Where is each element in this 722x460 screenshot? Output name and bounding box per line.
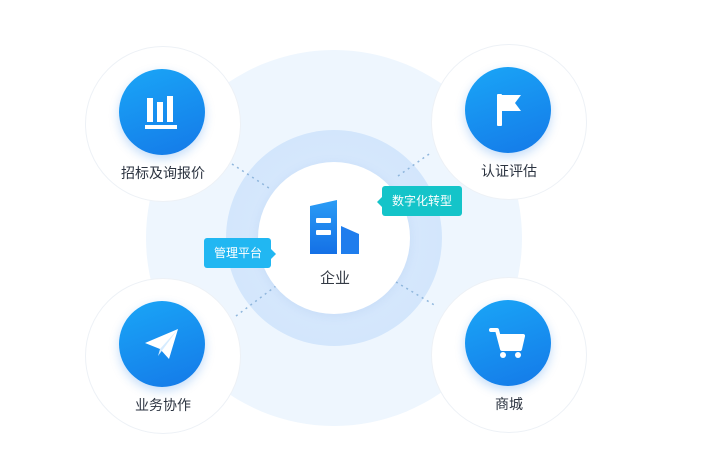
- center-label: 企业: [319, 269, 350, 287]
- shopping-cart-icon: [489, 328, 525, 358]
- node-mall[interactable]: 商城: [431, 277, 587, 433]
- node-bidding[interactable]: 招标及询报价: [85, 46, 241, 202]
- connector-tr: [397, 151, 433, 177]
- node-collaboration-label: 业务协作: [135, 398, 191, 414]
- paper-plane-icon: [145, 329, 178, 359]
- tag-management-platform: 管理平台: [204, 238, 276, 268]
- connector-bl: [235, 285, 277, 317]
- node-certification-button[interactable]: [465, 67, 551, 153]
- node-collaboration[interactable]: 业务协作: [85, 278, 241, 434]
- node-collaboration-button[interactable]: [119, 301, 205, 387]
- bar-chart-icon: [145, 96, 177, 129]
- tag-digital-transformation: 数字化转型: [377, 186, 462, 216]
- building-icon: [310, 200, 359, 254]
- node-mall-button[interactable]: [465, 300, 551, 386]
- connector-br: [395, 281, 437, 307]
- flag-icon: [497, 94, 521, 126]
- node-certification-label: 认证评估: [481, 164, 537, 180]
- node-bidding-label: 招标及询报价: [121, 166, 205, 182]
- connector-tl: [231, 163, 273, 191]
- node-certification[interactable]: 认证评估: [431, 44, 587, 200]
- node-mall-label: 商城: [495, 397, 523, 413]
- node-bidding-button[interactable]: [119, 69, 205, 155]
